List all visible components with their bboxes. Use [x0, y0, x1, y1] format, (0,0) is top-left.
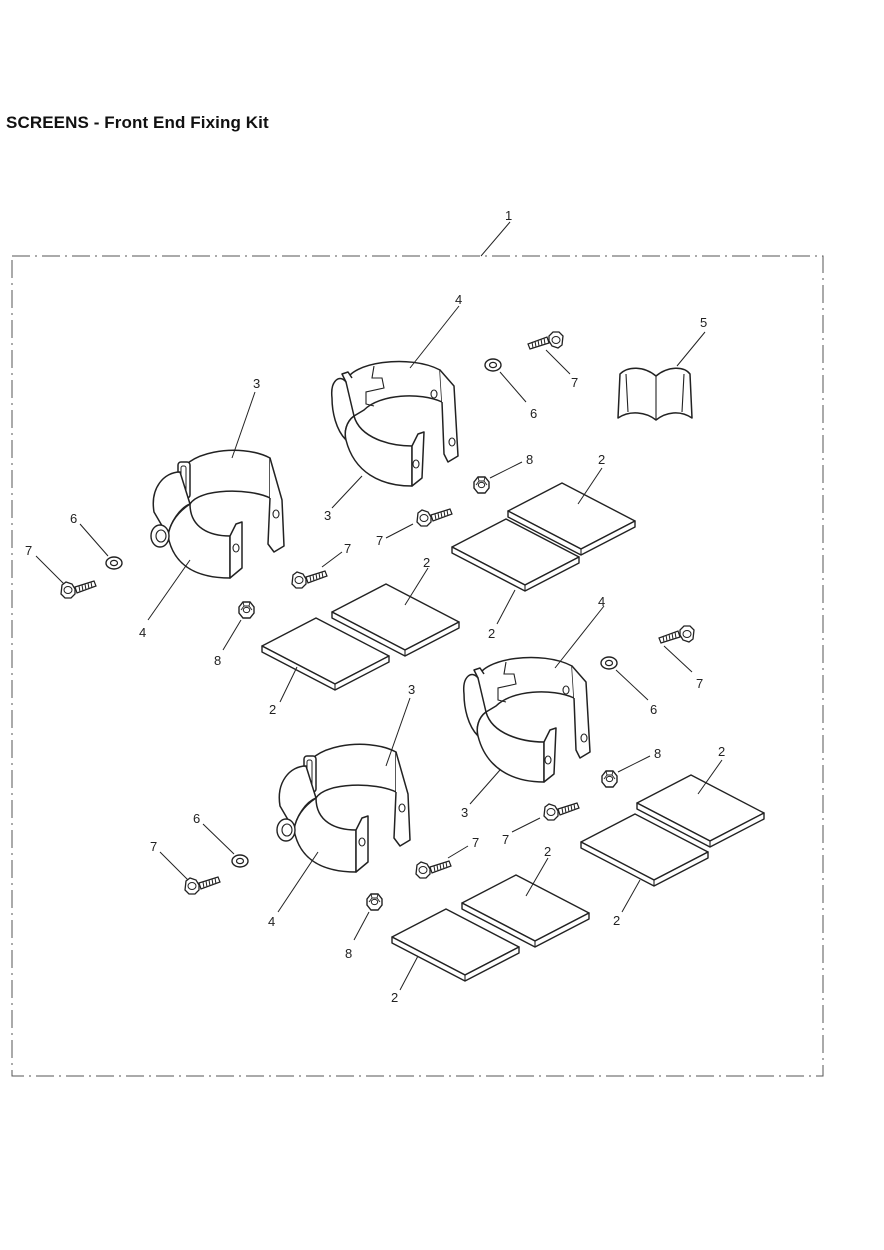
callout-8c: 8 [654, 746, 661, 761]
callout-3d: 3 [408, 682, 415, 697]
callout-8b: 8 [526, 452, 533, 467]
callout-4a: 4 [139, 625, 146, 640]
callout-7c: 7 [571, 375, 578, 390]
callout-7b: 7 [344, 541, 351, 556]
callout-4d: 4 [268, 914, 275, 929]
callout-3a: 3 [253, 376, 260, 391]
page-title: SCREENS - Front End Fixing Kit [6, 113, 269, 132]
flange-bolt-icon [658, 625, 695, 644]
callout-2g: 2 [544, 844, 551, 859]
flange-bolt-icon [291, 570, 328, 589]
callout-7a: 7 [25, 543, 32, 558]
callout-2e: 2 [718, 744, 725, 759]
callout-6a: 6 [70, 511, 77, 526]
callout-6d: 6 [193, 811, 200, 826]
flange-bolt-icon [415, 860, 452, 879]
callout-5: 5 [700, 315, 707, 330]
clamp-half-icon [150, 449, 285, 579]
kit-boundary [11, 255, 824, 1077]
callout-6c: 6 [650, 702, 657, 717]
callout-6b: 6 [530, 406, 537, 421]
flange-bolt-icon [543, 802, 580, 821]
nut-icon [238, 601, 255, 619]
callout-7h: 7 [472, 835, 479, 850]
callout-7f: 7 [502, 832, 509, 847]
flange-bolt-icon [60, 580, 97, 599]
callout-1: 1 [505, 208, 512, 223]
callout-7e: 7 [696, 676, 703, 691]
clamp-half-icon [331, 360, 459, 487]
callout-4b: 4 [455, 292, 462, 307]
washer-icon [105, 556, 123, 570]
callout-8d: 8 [345, 946, 352, 961]
flange-bolt-icon [416, 508, 453, 527]
washer-icon [231, 854, 249, 868]
callout-2c: 2 [598, 452, 605, 467]
callout-2f: 2 [613, 913, 620, 928]
callout-4c: 4 [598, 594, 605, 609]
washer-icon [484, 358, 502, 372]
callout-2b: 2 [269, 702, 276, 717]
nut-icon [601, 770, 618, 788]
callout-2a: 2 [423, 555, 430, 570]
callout-7g: 7 [150, 839, 157, 854]
callout-8a: 8 [214, 653, 221, 668]
nut-icon [366, 893, 383, 911]
clamp-half-icon [276, 743, 411, 873]
callout-2d: 2 [488, 626, 495, 641]
callout-2h: 2 [391, 990, 398, 1005]
instruction-booklet-icon [617, 367, 693, 421]
callout-3c: 3 [461, 805, 468, 820]
callout-7d: 7 [376, 533, 383, 548]
washer-icon [600, 656, 618, 670]
nut-icon [473, 476, 490, 494]
flange-bolt-icon [184, 876, 221, 895]
flange-bolt-icon [527, 331, 564, 350]
callout-3b: 3 [324, 508, 331, 523]
clamp-half-icon [463, 656, 591, 783]
